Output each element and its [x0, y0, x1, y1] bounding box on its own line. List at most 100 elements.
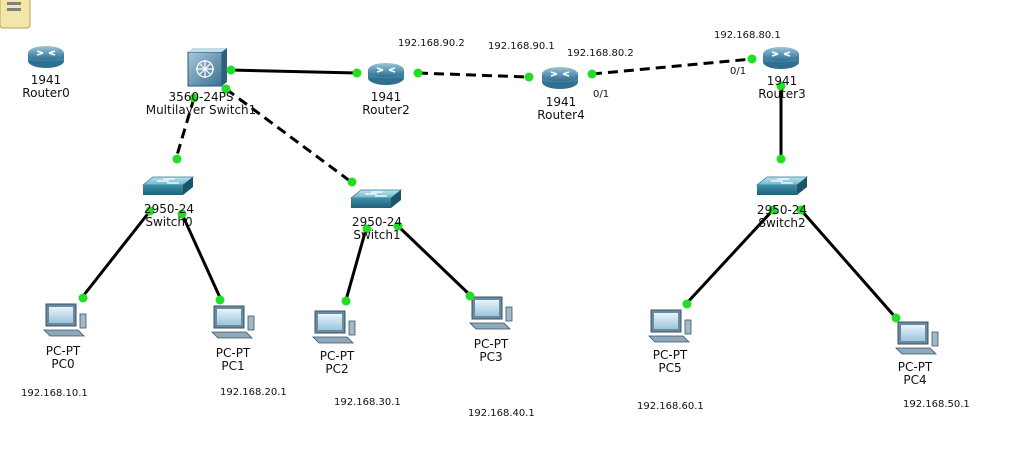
link-light	[347, 177, 357, 187]
port-label-router4: 0/1	[593, 89, 610, 100]
link-mls-switch1[interactable]	[225, 87, 355, 186]
pc3-icon[interactable]	[469, 296, 513, 330]
ip-label-router3: 192.168.80.1	[714, 30, 781, 41]
ip-label-pc2: 192.168.30.1	[334, 397, 401, 408]
router0-name: Router0	[22, 86, 70, 100]
link-mls-switch0[interactable]	[173, 97, 196, 163]
router4-name: Router4	[537, 108, 585, 122]
router4-model: 1941	[545, 95, 577, 109]
link-light	[393, 221, 403, 231]
link-light	[172, 154, 182, 164]
pc1-label: PC-PT PC1	[216, 347, 251, 373]
pc5-label: PC-PT PC5	[653, 349, 688, 375]
link-light	[226, 65, 236, 75]
pc4-icon[interactable]	[895, 321, 939, 355]
link-light	[747, 54, 757, 64]
mlswitch1-label: 3560-24PS Multilayer Switch1	[146, 91, 257, 117]
link-switch0-pc1[interactable]	[180, 213, 224, 303]
router2-name: Router2	[362, 103, 410, 117]
pc5-name: PC5	[658, 361, 682, 375]
link-switch2-pc5[interactable]	[684, 208, 775, 306]
link-light	[215, 295, 225, 305]
pc2-name: PC2	[325, 362, 349, 376]
link-switch1-pc2[interactable]	[344, 228, 368, 301]
router3-label: 1941 Router3	[758, 75, 805, 101]
link-light	[221, 84, 231, 94]
link-light	[341, 296, 351, 306]
pc1-model: PC-PT	[215, 346, 251, 360]
pc4-model: PC-PT	[897, 360, 933, 374]
ip-label-router2: 192.168.90.2	[398, 38, 465, 49]
pc5-model: PC-PT	[652, 348, 688, 362]
link-light	[362, 224, 372, 234]
pc0-icon[interactable]	[43, 303, 87, 337]
link-mls-router2[interactable]	[229, 68, 358, 75]
link-light	[352, 68, 362, 78]
mlswitch1-name: Multilayer Switch1	[145, 103, 257, 117]
link-light	[413, 68, 423, 78]
link-light	[776, 154, 786, 164]
pc3-model: PC-PT	[473, 337, 509, 351]
port-label-router3: 0/1	[730, 66, 747, 77]
switch2-icon[interactable]	[755, 176, 809, 195]
router2-model: 1941	[370, 90, 402, 104]
link-light	[891, 313, 901, 323]
switch2-name: Switch2	[758, 216, 806, 230]
pc5-icon[interactable]	[648, 309, 692, 343]
ip-label-pc1: 192.168.20.1	[220, 387, 287, 398]
pc0-model: PC-PT	[45, 344, 81, 358]
switch0-icon[interactable]	[141, 176, 195, 195]
link-light	[465, 291, 475, 301]
link-switch1-pc3[interactable]	[396, 224, 473, 298]
ip-label-pc5: 192.168.60.1	[637, 401, 704, 412]
pc0-label: PC-PT PC0	[46, 345, 81, 371]
ip-label-router4-right: 192.168.80.2	[567, 48, 634, 59]
ip-label-pc4: 192.168.50.1	[903, 399, 970, 410]
router0-icon[interactable]	[28, 46, 64, 68]
router2-icon[interactable]	[368, 63, 404, 85]
link-light	[145, 206, 155, 216]
pc2-model: PC-PT	[319, 349, 355, 363]
link-switch2-pc4[interactable]	[799, 209, 898, 319]
switch1-icon[interactable]	[349, 189, 403, 208]
switch0-model: 2950-24	[143, 202, 195, 216]
notes-icon[interactable]	[0, 0, 34, 34]
pc1-icon[interactable]	[211, 305, 255, 339]
router2-label: 1941 Router2	[362, 91, 409, 117]
router3-name: Router3	[758, 87, 806, 101]
link-light	[776, 81, 786, 91]
link-router2-router4[interactable]	[417, 71, 529, 79]
link-light	[524, 72, 534, 82]
ip-label-pc3: 192.168.40.1	[468, 408, 535, 419]
link-switch0-pc0[interactable]	[78, 210, 152, 301]
pc1-name: PC1	[221, 359, 245, 373]
router3-model: 1941	[766, 74, 798, 88]
link-light	[78, 293, 88, 303]
link-router4-router3[interactable]	[591, 57, 753, 76]
link-light	[768, 205, 778, 215]
multilayer-switch1-icon[interactable]	[187, 48, 227, 87]
router4-icon[interactable]	[542, 67, 578, 89]
router3-icon[interactable]	[763, 47, 799, 69]
pc4-name: PC4	[903, 373, 927, 387]
link-light	[796, 205, 806, 215]
mlswitch1-model: 3560-24PS	[168, 90, 234, 104]
pc2-icon[interactable]	[312, 310, 356, 344]
ip-label-router4-left: 192.168.90.1	[488, 41, 555, 52]
link-light	[587, 69, 597, 79]
link-light	[189, 93, 199, 103]
router0-label: 1941 Router0	[22, 74, 69, 100]
switch1-model: 2950-24	[351, 215, 403, 229]
switch1-name: Switch1	[353, 228, 401, 242]
pc4-label: PC-PT PC4	[898, 361, 933, 387]
switch0-name: Switch0	[145, 215, 193, 229]
router0-model: 1941	[30, 73, 62, 87]
pc2-label: PC-PT PC2	[320, 350, 355, 376]
router4-label: 1941 Router4	[537, 96, 584, 122]
pc0-name: PC0	[51, 357, 75, 371]
ip-label-pc0: 192.168.10.1	[21, 388, 88, 399]
switch0-label: 2950-24 Switch0	[144, 203, 194, 229]
switch2-model: 2950-24	[756, 203, 808, 217]
links	[78, 57, 898, 319]
